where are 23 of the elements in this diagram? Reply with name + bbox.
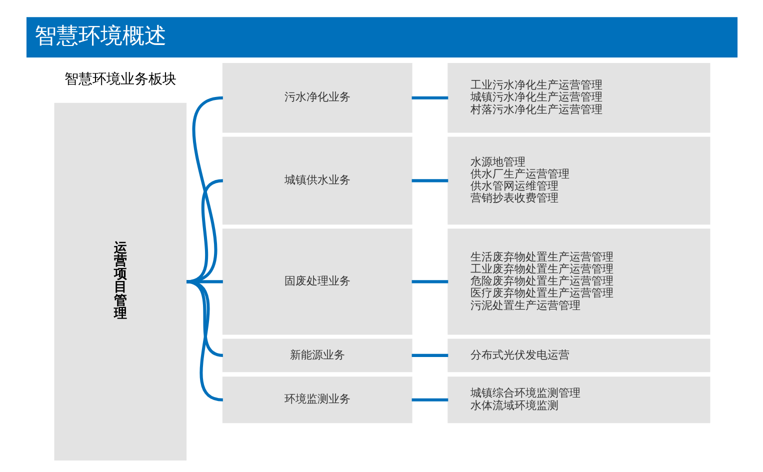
diagram-title: 智慧环境概述 [34,22,166,48]
node-box: 水源地管理 供水厂生产运营管理 供水管网运维管理 营销抄表收费管理 [447,136,710,224]
node-box: 城镇综合环境监测管理 水体流域环境监测 [447,376,710,423]
connector [411,353,448,356]
connector [186,280,223,401]
connector [186,280,222,283]
connector [186,178,223,283]
node-box: 城镇供水业务 [222,136,412,224]
node-box: 运营项目管理 [54,102,186,460]
label: 智慧环境业务板块 [64,70,176,87]
node-box: 工业污水净化生产运营管理 城镇污水净化生产运营管理 村落污水净化生产运营管理 [447,62,710,132]
connector [411,398,448,401]
connector [186,280,223,356]
connector [411,178,448,182]
connector [186,96,223,283]
node-box: 污水净化业务 [222,62,412,132]
connector [411,96,448,99]
node-box: 固废处理业务 [222,228,412,334]
node-box: 生活废弃物处置生产运营管理 工业废弃物处置生产运营管理 危险废弃物处置生产运营管理 医疗废弃物处置生产运营管理 污泥处置生产运营管理 [447,228,710,334]
node-box: 分布式光伏发电运营 [447,338,710,372]
connector [411,280,448,283]
node-box: 新能源业务 [222,338,412,372]
node-box: 环境监测业务 [222,376,412,423]
